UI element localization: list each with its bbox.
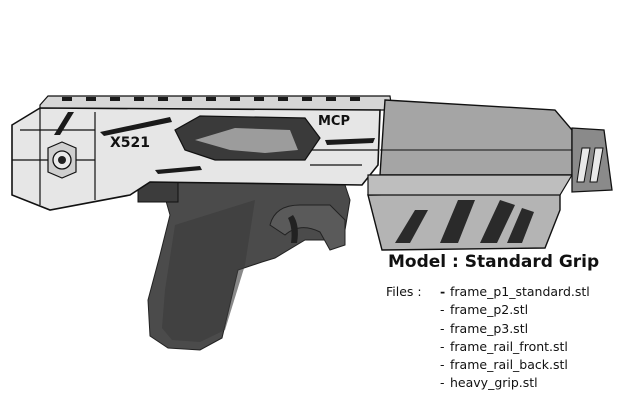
knob-center [58, 156, 66, 164]
file-list: -frame_p1_standard.stl -frame_p2.stl -fr… [440, 283, 590, 393]
file-item: -frame_p3.stl [440, 320, 529, 336]
rail-slots [62, 97, 360, 101]
file-name: frame_p3.stl [450, 320, 529, 336]
muzzle-slots [576, 147, 604, 183]
handguard-vents [395, 200, 534, 243]
file-name: frame_rail_front.stl [450, 338, 568, 354]
brand-engraving: MCP [318, 114, 350, 129]
file-item: -frame_rail_front.stl [440, 338, 568, 354]
file-name: frame_rail_back.stl [450, 357, 568, 373]
frame-panel-lines [12, 108, 378, 205]
files-label: Files : [386, 284, 422, 299]
frame-accent-stripes [54, 112, 375, 174]
file-item: -heavy_grip.stl [440, 375, 538, 391]
file-name: frame_p1_standard.stl [450, 284, 590, 299]
front-upper-block [379, 99, 573, 176]
frame-engraving: X521 [110, 135, 150, 151]
file-name: heavy_grip.stl [450, 375, 538, 391]
handguard-top [367, 174, 574, 196]
file-item: -frame_p1_standard.stl [440, 284, 590, 299]
file-item: -frame_rail_back.stl [440, 357, 568, 373]
file-name: frame_p2.stl [450, 302, 529, 318]
grip-shade [162, 200, 255, 342]
slide-inside [195, 128, 298, 153]
model-title: Model : Standard Grip [388, 252, 600, 272]
file-item: -frame_p2.stl [440, 302, 529, 318]
trigger [288, 215, 298, 243]
